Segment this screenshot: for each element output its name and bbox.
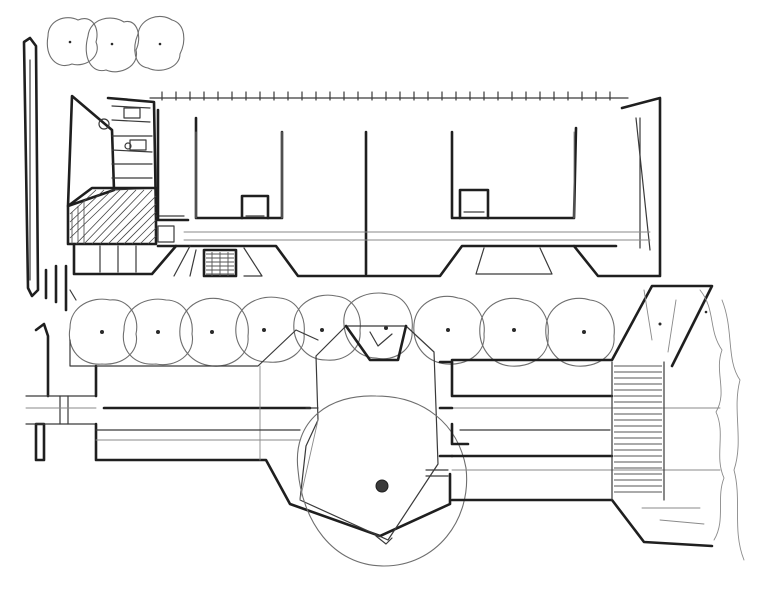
court-connector bbox=[305, 360, 454, 458]
tree-trunk bbox=[100, 330, 104, 334]
interior-partition bbox=[195, 131, 575, 219]
west-wing bbox=[94, 329, 452, 538]
tree-canopy bbox=[134, 16, 185, 71]
tree-trunk bbox=[158, 42, 162, 46]
tree-row-middle bbox=[68, 292, 615, 367]
boundary-fence-ticks bbox=[149, 91, 629, 101]
tree-trunk bbox=[156, 330, 160, 334]
courtyard-canopy-circle bbox=[296, 395, 468, 567]
tree-trunk bbox=[320, 328, 324, 332]
stair-top bbox=[173, 245, 553, 278]
west-boundary-wall bbox=[22, 36, 77, 312]
tree-canopy bbox=[343, 292, 413, 360]
tree-cluster-top-left bbox=[46, 16, 185, 73]
tree-canopy bbox=[122, 298, 194, 366]
grand-stair bbox=[611, 361, 665, 501]
tree-trunk bbox=[210, 330, 214, 334]
east-wing bbox=[450, 284, 721, 548]
lower-building bbox=[25, 284, 745, 567]
tree-trunk bbox=[110, 42, 114, 46]
tree-trunk bbox=[68, 40, 72, 44]
tree-canopy bbox=[46, 17, 98, 66]
lower-west-entry bbox=[25, 322, 97, 462]
tree-trunk bbox=[704, 310, 708, 314]
tree-canopy bbox=[179, 297, 249, 367]
tree-trunk bbox=[384, 326, 388, 330]
tree-trunk bbox=[446, 328, 450, 332]
tree-canopy bbox=[85, 17, 140, 73]
gallery-line bbox=[156, 231, 651, 278]
tree-trunk bbox=[658, 322, 662, 326]
tree-canopy bbox=[293, 294, 361, 361]
upper-building bbox=[66, 91, 662, 278]
courtyard-fountain bbox=[375, 479, 389, 493]
tree-trunk bbox=[582, 330, 586, 334]
service-plinth bbox=[72, 215, 185, 276]
east-landscape-edge bbox=[641, 289, 745, 561]
tree-canopy bbox=[413, 295, 485, 365]
tree-trunk bbox=[262, 328, 266, 332]
doorway-niches bbox=[240, 188, 490, 220]
tree-trunk bbox=[512, 328, 516, 332]
tree-canopy bbox=[68, 298, 138, 365]
central-courtyard bbox=[296, 324, 468, 567]
